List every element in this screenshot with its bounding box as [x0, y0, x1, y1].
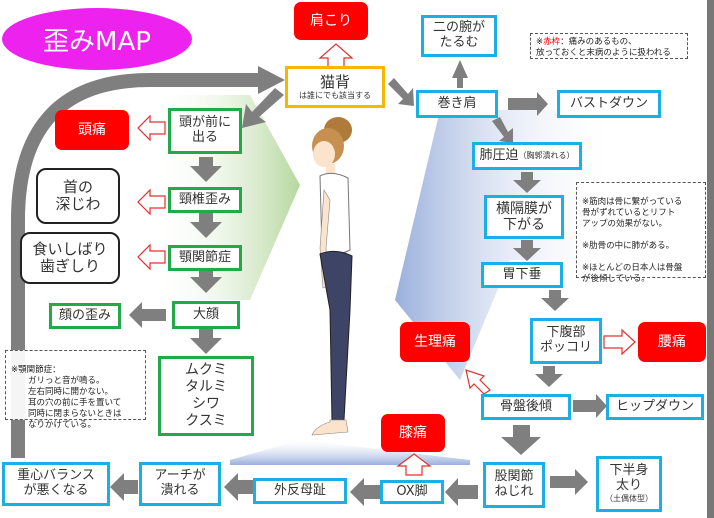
- red-arrow-to-menstrual: [465, 369, 491, 395]
- arrow-to-cervical: [190, 157, 222, 182]
- pain-menstrual: 生理痛: [400, 322, 470, 362]
- arrow-to-hip-down: [573, 394, 607, 418]
- arrow-to-face-distortion: [129, 302, 166, 328]
- arrow-to-pelvis: [535, 366, 563, 387]
- title-badge: 歪みMAP: [2, 8, 192, 70]
- feedback-arc-arrow: [11, 73, 262, 458]
- arrow-to-lung: [492, 117, 513, 143]
- red-arrow-to-teeth: [137, 243, 166, 271]
- teeth-grinding-box: 食いしばり 歯ぎしり: [20, 232, 120, 284]
- face-distortion-box: 顔の歪み: [49, 303, 121, 329]
- big-face-box: 大顔: [172, 301, 240, 329]
- red-arrow-to-back-pain: [603, 328, 636, 356]
- red-arrow-to-neck-wrinkle: [137, 188, 166, 216]
- arrow-to-upper-arm: [452, 60, 468, 88]
- arrow-to-stomach: [513, 240, 541, 261]
- cervical-distortion-box: 頸椎歪み: [168, 187, 242, 213]
- lung-pressure-box: 肺圧迫 （胸郭潰れる）: [472, 142, 582, 170]
- pain-knee: 膝痛: [381, 414, 445, 452]
- title-text: 歪みMAP: [43, 26, 151, 57]
- ox-legs-box: OX脚: [380, 480, 444, 504]
- feedback-arc-arrowhead: [258, 66, 285, 94]
- stomach-box: 胃下垂: [481, 262, 563, 288]
- arrow-to-hallux: [350, 478, 380, 506]
- pain-headache: 頭痛: [55, 110, 129, 150]
- rounded-shoulder-box: 巻き肩: [416, 90, 498, 118]
- jaw-joint-note: ※顎関節症： ガリっと音が鳴る。 左右同時に開かない。 耳の穴の前に手を置いて …: [5, 350, 146, 430]
- neck: [326, 164, 335, 176]
- legend-note: ※赤枠：痛みのあるもの、 放っておくと末病のように扱われる: [530, 33, 688, 59]
- arrow-to-bust-down: [508, 92, 548, 116]
- jaw-joint-box: 顎関節症: [168, 245, 242, 271]
- diaphragm-box: 横隔膜が 下がる: [484, 195, 564, 239]
- pain-shoulder-stiffness: 肩こり: [294, 2, 368, 40]
- jeans: [319, 250, 353, 423]
- muscle-note: ※筋肉は骨に繋がっている 骨がずれているとリフト アップの効果がない。 ※肋骨の…: [576, 182, 706, 284]
- arrow-to-head-forward: [242, 88, 284, 128]
- balance-box: 重心バランス が悪くなる: [2, 462, 110, 506]
- hunched-back-box: 猫背 は誰にでも該当する: [285, 66, 385, 108]
- hip-joint-box: 股関節 ねじれ: [483, 462, 545, 508]
- pelvis-tilt-box: 骨盤後傾: [481, 394, 571, 420]
- red-arrow-to-headache: [137, 114, 166, 142]
- lower-body-box: 下半身 太り （土偶体型）: [596, 456, 662, 512]
- lower-belly-box: 下腹部 ポッコリ: [530, 318, 602, 364]
- arrow-to-lower-belly: [541, 290, 569, 311]
- arrow-to-jaw: [190, 213, 222, 238]
- arrow-to-lower-body: [550, 469, 588, 495]
- arrow-to-rounded-shoulder: [388, 78, 414, 106]
- upper-arm-sag-box: 二の腕が たるむ: [421, 15, 497, 57]
- hallux-valgus-box: 外反母趾: [253, 478, 347, 504]
- blue-background-shape: [395, 110, 620, 380]
- posture-figure-illustration: [311, 117, 353, 436]
- face: [313, 141, 335, 167]
- arrow-to-big-face: [190, 268, 222, 293]
- arrow-to-ox-legs: [445, 478, 478, 506]
- arrow-to-arch: [224, 473, 253, 501]
- pain-back: 腰痛: [638, 322, 706, 362]
- neck-wrinkle-box: 首の 深じわ: [36, 168, 120, 224]
- skin-issues-box: ムクミ タルミ シワ クスミ: [158, 356, 254, 436]
- arrow-to-balance: [110, 473, 138, 501]
- arch-collapse-box: アーチが 潰れる: [139, 462, 221, 506]
- head-forward-box: 頭が前に 出る: [168, 108, 242, 154]
- right-edge-bar: [707, 0, 714, 518]
- arrow-to-skin: [190, 329, 222, 354]
- hip-down-box: ヒップダウン: [606, 394, 704, 420]
- foot: [311, 419, 349, 436]
- arrow-to-diaphragm: [513, 172, 541, 193]
- bust-down-box: バストダウン: [557, 90, 661, 118]
- arrow-to-hip-joint: [501, 425, 541, 455]
- red-arrow-to-knee: [396, 453, 432, 476]
